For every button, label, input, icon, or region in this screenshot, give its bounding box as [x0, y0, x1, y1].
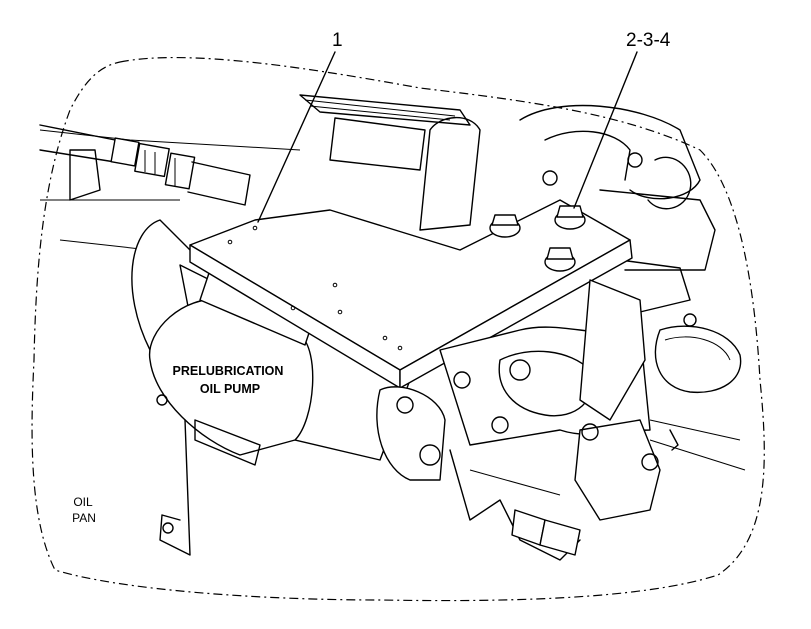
bolt-hex-head — [489, 214, 521, 238]
bolt-group — [489, 205, 586, 272]
lower-pipework — [376, 279, 746, 561]
pump-label-line2: OIL PUMP — [200, 382, 260, 396]
engine-background — [39, 94, 742, 394]
oil-pan-label-line1: OIL — [73, 495, 93, 509]
oil-pan-label-line2: PAN — [72, 511, 96, 525]
callout-leader-2-3-4 — [573, 51, 638, 209]
bolt-hex-head — [544, 247, 576, 272]
oil-line-hose — [39, 124, 251, 206]
prelubrication-pump-body — [131, 219, 411, 556]
bolt-hex-head — [554, 205, 586, 230]
callout-leader-1 — [257, 51, 336, 223]
callout-number-1: 1 — [332, 30, 343, 51]
callout-number-2-3-4: 2-3-4 — [626, 30, 671, 51]
detail-boundary — [31, 56, 765, 602]
pump-label-line1: PRELUBRICATION — [173, 364, 284, 378]
